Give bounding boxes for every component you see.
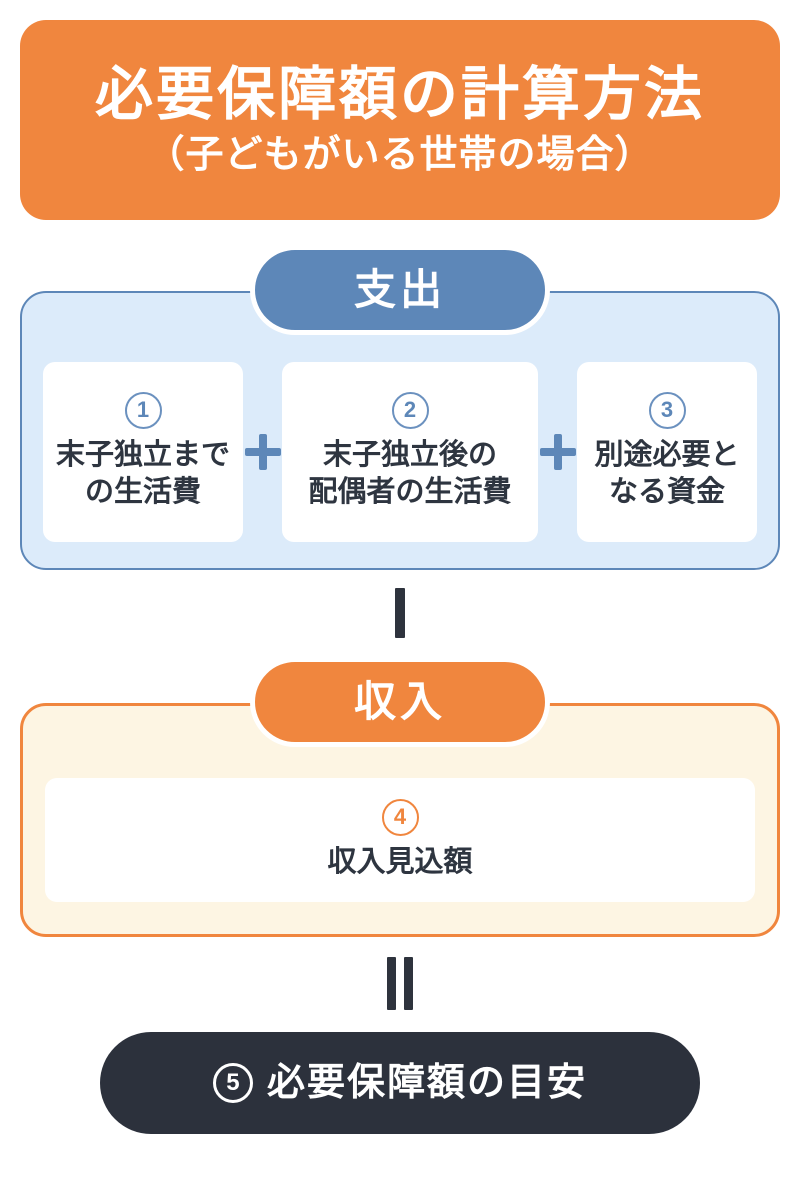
- circled-number-3: 3: [648, 391, 686, 429]
- result-label: 必要保障額の目安: [266, 1062, 587, 1104]
- page-subtitle: （子どもがいる世帯の場合）: [146, 134, 654, 176]
- expense-item-3-label: 別途必要と なる資金: [594, 438, 740, 508]
- circled-number-1: 1: [124, 391, 162, 429]
- income-item-card: 4 収入見込額: [45, 778, 755, 902]
- plus-icon: [539, 433, 576, 470]
- income-section-pill: 収入: [250, 657, 550, 747]
- expense-panel: 1 末子独立まで の生活費 2 末子独立後の 配偶者の生活費 3 別途必要と な…: [20, 291, 780, 570]
- income-item-label: 収入見込額: [327, 845, 473, 878]
- plus-icon: [244, 433, 281, 470]
- circled-number-5: 5: [212, 1063, 253, 1103]
- header-banner: 必要保障額の計算方法 （子どもがいる世帯の場合）: [20, 20, 780, 220]
- page-title: 必要保障額の計算方法: [94, 62, 705, 127]
- expense-section-pill: 支出: [250, 245, 550, 335]
- income-section-label: 収入: [353, 678, 446, 725]
- expense-item-1-card: 1 末子独立まで の生活費: [43, 361, 243, 542]
- minus-operator-icon: [395, 588, 405, 638]
- expense-item-3-card: 3 別途必要と なる資金: [577, 361, 757, 542]
- circled-number-2: 2: [391, 391, 429, 429]
- expense-item-2-label: 末子独立後の 配偶者の生活費: [308, 438, 512, 508]
- expense-item-2-card: 2 末子独立後の 配偶者の生活費: [282, 361, 538, 542]
- circled-number-4: 4: [381, 798, 419, 836]
- result-pill: 5 必要保障額の目安: [100, 1032, 700, 1134]
- equals-operator-icon: [387, 957, 413, 1010]
- expense-item-1-label: 末子独立まで の生活費: [55, 438, 230, 508]
- expense-section-label: 支出: [353, 266, 446, 313]
